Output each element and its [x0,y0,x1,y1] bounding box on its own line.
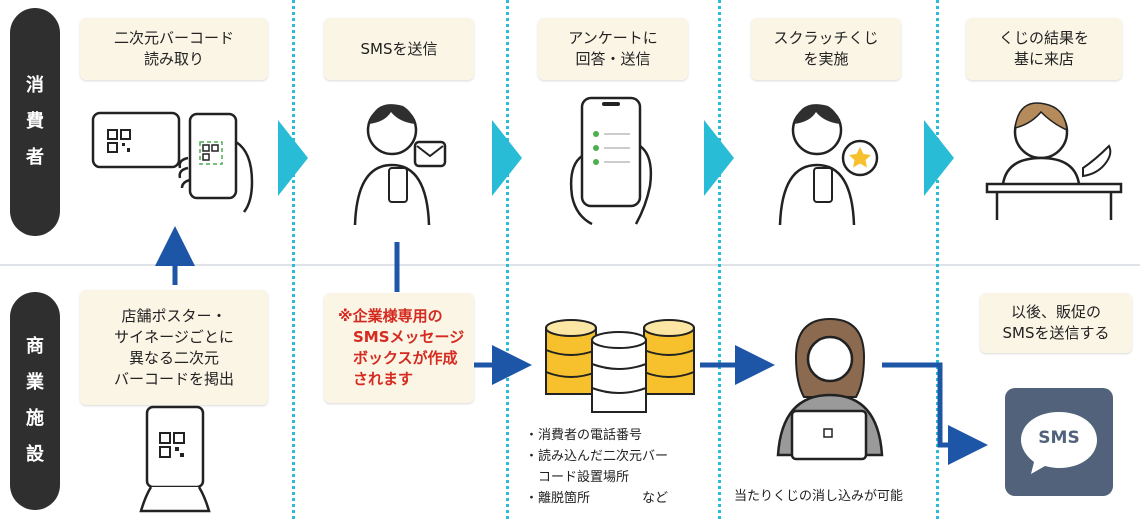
visitor-at-counter-icon [985,102,1123,220]
arrow-operator-to-sms [882,362,988,465]
step-box-send-sms: SMSを送信 [324,18,474,80]
business-lane-label: 商 業 施 設 [10,292,60,510]
step-box-visit: くじの結果を 基に来店 [966,18,1122,80]
person-sending-sms-icon [353,104,447,226]
business-label-char: 施 [26,408,44,429]
step-chevron [704,120,734,196]
step-chevron [278,120,308,196]
column-divider [718,0,721,519]
person-scratch-lottery-icon [778,104,879,226]
database-icon [545,319,695,413]
consumer-label-char: 者 [26,147,44,168]
consumer-label-char: 費 [26,111,44,132]
poster-box: 店舗ポスター・ サイネージごとに 異なる二次元 バーコードを掲出 [80,290,268,405]
business-label-char: 商 [26,336,44,357]
operator-note: 当たりくじの消し込みが可能 [734,489,904,504]
database-notes: ・消費者の電話番号 ・読み込んだ二次元バー コード設置場所 ・離脱箇所 など [525,428,669,506]
survey-phone-icon [569,96,653,226]
smartphone-scan-icon [178,112,254,213]
step-box-survey: アンケートに 回答・送信 [538,18,688,80]
sms-app-icon: SMS [1005,388,1113,496]
step-chevron [924,120,954,196]
lane-divider [0,264,1140,266]
column-divider [936,0,939,519]
qr-signage-stand-icon [139,405,211,513]
step-box-scan: 二次元バーコード 読み取り [80,18,268,80]
sms-badge-text: SMS [1038,428,1080,448]
operator-with-laptop-icon [776,317,884,461]
qr-card-icon [91,111,181,169]
business-label-char: 業 [26,372,44,393]
consumer-lane-label: 消 費 者 [10,8,60,236]
business-label-char: 設 [26,444,44,465]
consumer-label-char: 消 [26,75,44,96]
followup-sms-box: 以後、販促の SMSを送信する [980,293,1132,353]
mailbox-notice-box: ※企業様専用の SMSメッセージ ボックスが作成 されます [324,293,474,403]
column-divider [506,0,509,519]
step-chevron [492,120,522,196]
column-divider [292,0,295,519]
step-box-scratch: スクラッチくじ を実施 [751,18,901,80]
